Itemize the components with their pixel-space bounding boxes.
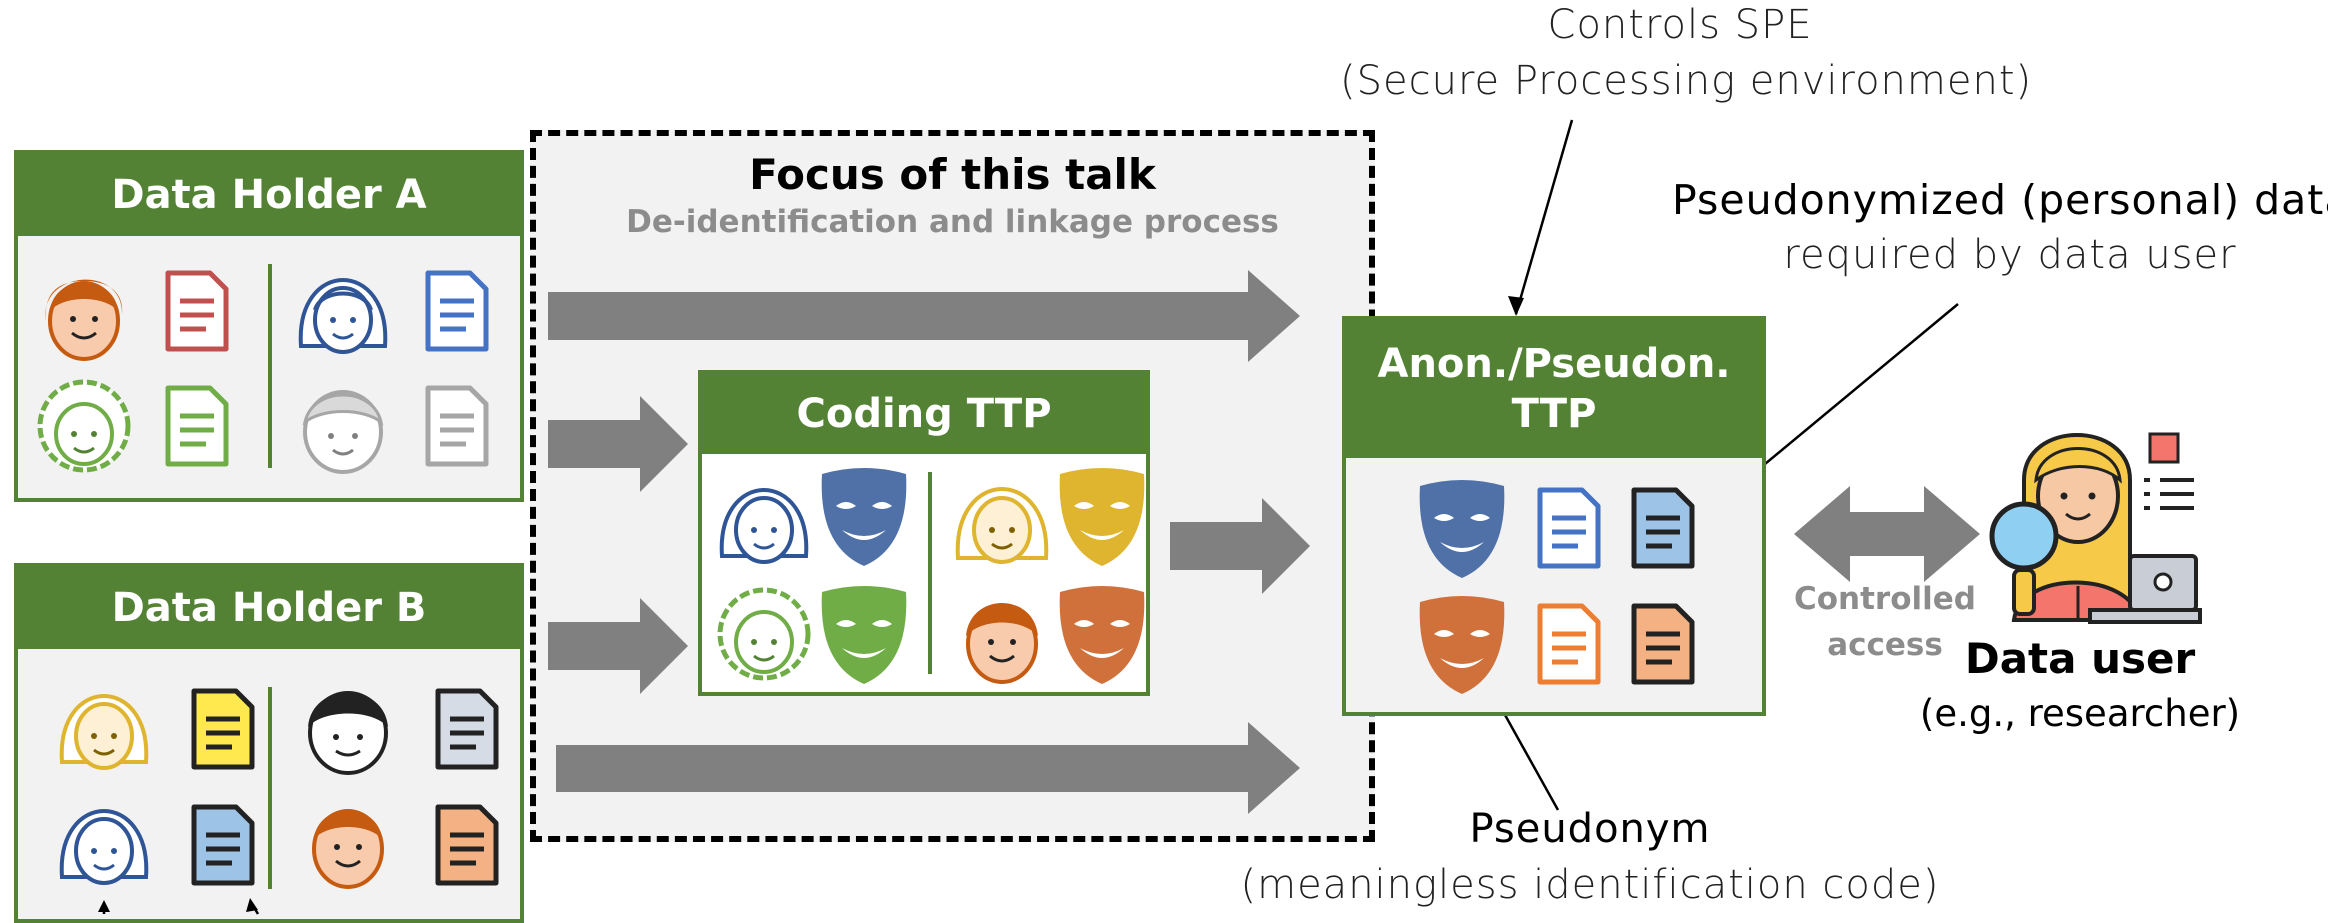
anon-ttp-title-line2: TTP — [1511, 391, 1597, 437]
document-icon — [165, 385, 229, 467]
person-icon — [966, 603, 1038, 684]
document-icon — [435, 688, 499, 770]
controlled-access-line1: Controlled — [1794, 581, 1976, 617]
arrow-bottom — [556, 722, 1300, 814]
controlled-access-line2: access — [1827, 627, 1943, 663]
researcher-icon — [1989, 432, 2202, 624]
magnifier-icon — [1989, 501, 2059, 616]
focus-title: Focus of this talk — [749, 150, 1156, 199]
controlled-access-label: Controlled access — [1780, 576, 1990, 668]
secure-env-label: (Secure Processing environment) — [1340, 58, 2033, 104]
anon-ttp-title-line1: Anon./Pseudon. — [1377, 341, 1731, 387]
data-holder-b-title: Data Holder B — [18, 567, 520, 649]
document-icon — [425, 385, 489, 467]
person-icon — [45, 279, 123, 361]
data-holder-a-title: Data Holder A — [18, 154, 520, 236]
document-icon — [425, 270, 489, 352]
person-icon — [717, 587, 811, 681]
coding-ttp: Coding TTP — [698, 370, 1150, 696]
coding-ttp-title: Coding TTP — [702, 374, 1146, 454]
document-icon — [1631, 603, 1695, 685]
anon-ttp-icons — [1419, 480, 1695, 694]
arrow-coding-to-anon — [1170, 498, 1310, 594]
person-icon — [302, 390, 384, 474]
document-icon — [1631, 487, 1695, 569]
pseudonymized-data-label: Pseudonymized (personal) data — [1672, 176, 2328, 224]
data-user-subtitle: (e.g., researcher) — [1919, 692, 2241, 735]
mask-icon — [1059, 468, 1145, 566]
arrow-to-coding-1 — [548, 396, 688, 492]
controlled-access-arrow — [1794, 486, 1980, 582]
person-icon — [59, 694, 149, 770]
arrow-to-coding-2 — [548, 598, 688, 694]
document-icon — [1537, 487, 1601, 569]
document-icon — [191, 688, 255, 770]
data-holder-a: Data Holder A — [14, 150, 524, 502]
document-icon — [165, 270, 229, 352]
document-icon — [191, 804, 255, 886]
data-holder-a-icons — [37, 264, 489, 474]
coding-ttp-icons — [717, 468, 1145, 684]
mask-icon — [1419, 596, 1505, 694]
anon-pseudon-ttp: Anon./Pseudon. TTP — [1342, 316, 1766, 716]
person-icon — [37, 379, 131, 473]
person-icon — [298, 278, 388, 354]
person-icon — [955, 487, 1049, 564]
required-by-label: required by data user — [1783, 232, 2237, 278]
mask-icon — [1059, 586, 1145, 684]
focus-subtitle: De-identification and linkage process — [626, 204, 1279, 240]
person-icon — [312, 809, 384, 889]
mask-icon — [1419, 480, 1505, 578]
controls-spe-label: Controls SPE — [1547, 2, 1813, 48]
document-icon — [435, 804, 499, 886]
pseudonym-desc-label: (meaningless identification code) — [1240, 862, 1940, 908]
person-icon — [59, 809, 149, 885]
data-holder-b-icons — [59, 687, 499, 889]
person-icon — [719, 488, 809, 564]
laptop-icon — [2088, 554, 2202, 624]
mask-icon — [821, 468, 907, 566]
document-icon — [1537, 603, 1601, 685]
arrow-top — [548, 270, 1300, 362]
person-icon — [308, 691, 388, 775]
data-user-title: Data user — [1964, 634, 2196, 683]
pointer-line — [1514, 119, 1574, 315]
mask-icon — [821, 586, 907, 684]
pseudonym-label: Pseudonym — [1469, 806, 1711, 852]
chart-icon — [2148, 432, 2180, 464]
data-holder-b: Data Holder B — [14, 563, 524, 923]
anon-ttp-title: Anon./Pseudon. TTP — [1346, 320, 1762, 458]
